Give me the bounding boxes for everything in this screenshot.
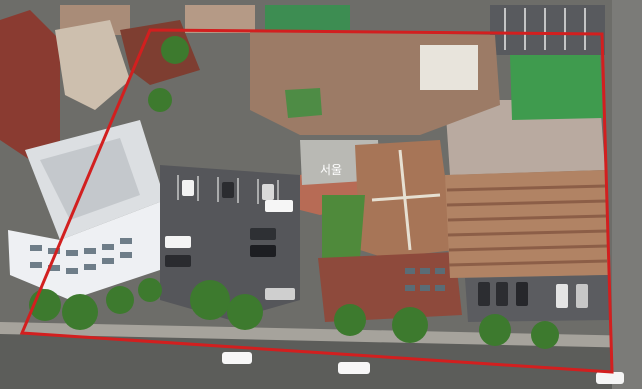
- white-roof-patch: [420, 45, 478, 90]
- left-beige-building: [55, 20, 130, 110]
- green-rooftop: [510, 55, 603, 120]
- left-red-building-2: [120, 20, 200, 85]
- right-parked-cars: [478, 282, 588, 308]
- left-red-building: [0, 10, 60, 160]
- right-road: [612, 0, 642, 389]
- site-boundary-outline: [19, 28, 614, 374]
- bg-green-roof-top: [265, 5, 350, 30]
- parked-cars: [165, 180, 624, 384]
- bg-parking-top-right: [490, 5, 605, 55]
- bottom-sidewalk: [0, 322, 642, 348]
- bg-building-top-mid: [185, 5, 255, 33]
- brick-building-windows: [405, 268, 445, 291]
- white-building-windows: [30, 238, 132, 274]
- green-strip: [322, 195, 365, 262]
- tan-building-facade: [445, 170, 608, 278]
- green-roof-patch: [285, 88, 322, 118]
- top-parking-lines: [504, 8, 586, 50]
- tan-building-floors: [446, 184, 608, 267]
- rooftop-sign-text: 서울: [320, 163, 342, 177]
- trees: [29, 36, 559, 349]
- white-building-roof-detail: [40, 138, 140, 220]
- bottom-road: [0, 330, 642, 389]
